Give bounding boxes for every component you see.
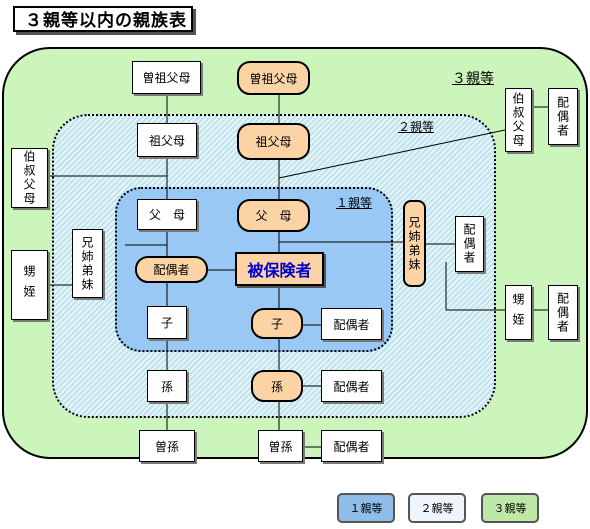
great-grandchild-box: 曽孫 bbox=[258, 430, 303, 462]
siblings-left-box: 兄姉弟妹 bbox=[72, 229, 103, 298]
degree3-label: ３親等 bbox=[452, 71, 494, 87]
degree1-label: １親等 bbox=[336, 196, 373, 210]
grandparents-spouse-side-box: 祖父母 bbox=[137, 123, 197, 157]
grandchild-spouse-side-box: 孫 bbox=[147, 370, 187, 402]
child-spouse-side-box: 子 bbox=[147, 306, 187, 339]
grandparents-box: 祖父母 bbox=[237, 123, 310, 160]
degree2-label: ２親等 bbox=[398, 120, 435, 134]
child-box: 子 bbox=[251, 308, 303, 339]
aunt-uncle-left-box: 伯叔父母 bbox=[11, 148, 48, 208]
grandchild-spouse-box: 配偶者 bbox=[321, 370, 382, 402]
insured-box: 被保険者 bbox=[235, 252, 324, 286]
nephew-niece-spouse-box: 配偶者 bbox=[548, 285, 578, 340]
siblings-box: 兄姉弟妹 bbox=[403, 200, 426, 287]
great-grandchild-spouse-side-box: 曽孫 bbox=[139, 430, 195, 462]
nephew-niece-right-box: 甥姪 bbox=[505, 285, 532, 340]
grandchild-box: 孫 bbox=[251, 370, 303, 402]
siblings-spouse-box: 配偶者 bbox=[455, 216, 484, 272]
parents-box: 父 母 bbox=[237, 199, 310, 232]
aunt-uncle-right-spouse-box: 配偶者 bbox=[548, 88, 578, 145]
page-title: ３親等以内の親族表 bbox=[13, 6, 193, 32]
nephew-niece-left-box: 甥姪 bbox=[11, 250, 48, 320]
child-spouse-box: 配偶者 bbox=[321, 308, 382, 340]
aunt-uncle-right-box: 伯叔父母 bbox=[505, 88, 532, 152]
parents-spouse-side-box: 父 母 bbox=[137, 199, 197, 230]
legend-degree2: ２親等 bbox=[408, 493, 466, 523]
legend-degree3: ３親等 bbox=[481, 493, 539, 523]
spouse-box: 配偶者 bbox=[135, 256, 208, 283]
great-grandchild-spouse-box: 配偶者 bbox=[321, 430, 382, 462]
great-grandparents-box: 曽祖父母 bbox=[237, 61, 310, 95]
great-grandparents-spouse-side-box: 曽祖父母 bbox=[132, 61, 201, 94]
legend-degree1: １親等 bbox=[337, 493, 395, 523]
